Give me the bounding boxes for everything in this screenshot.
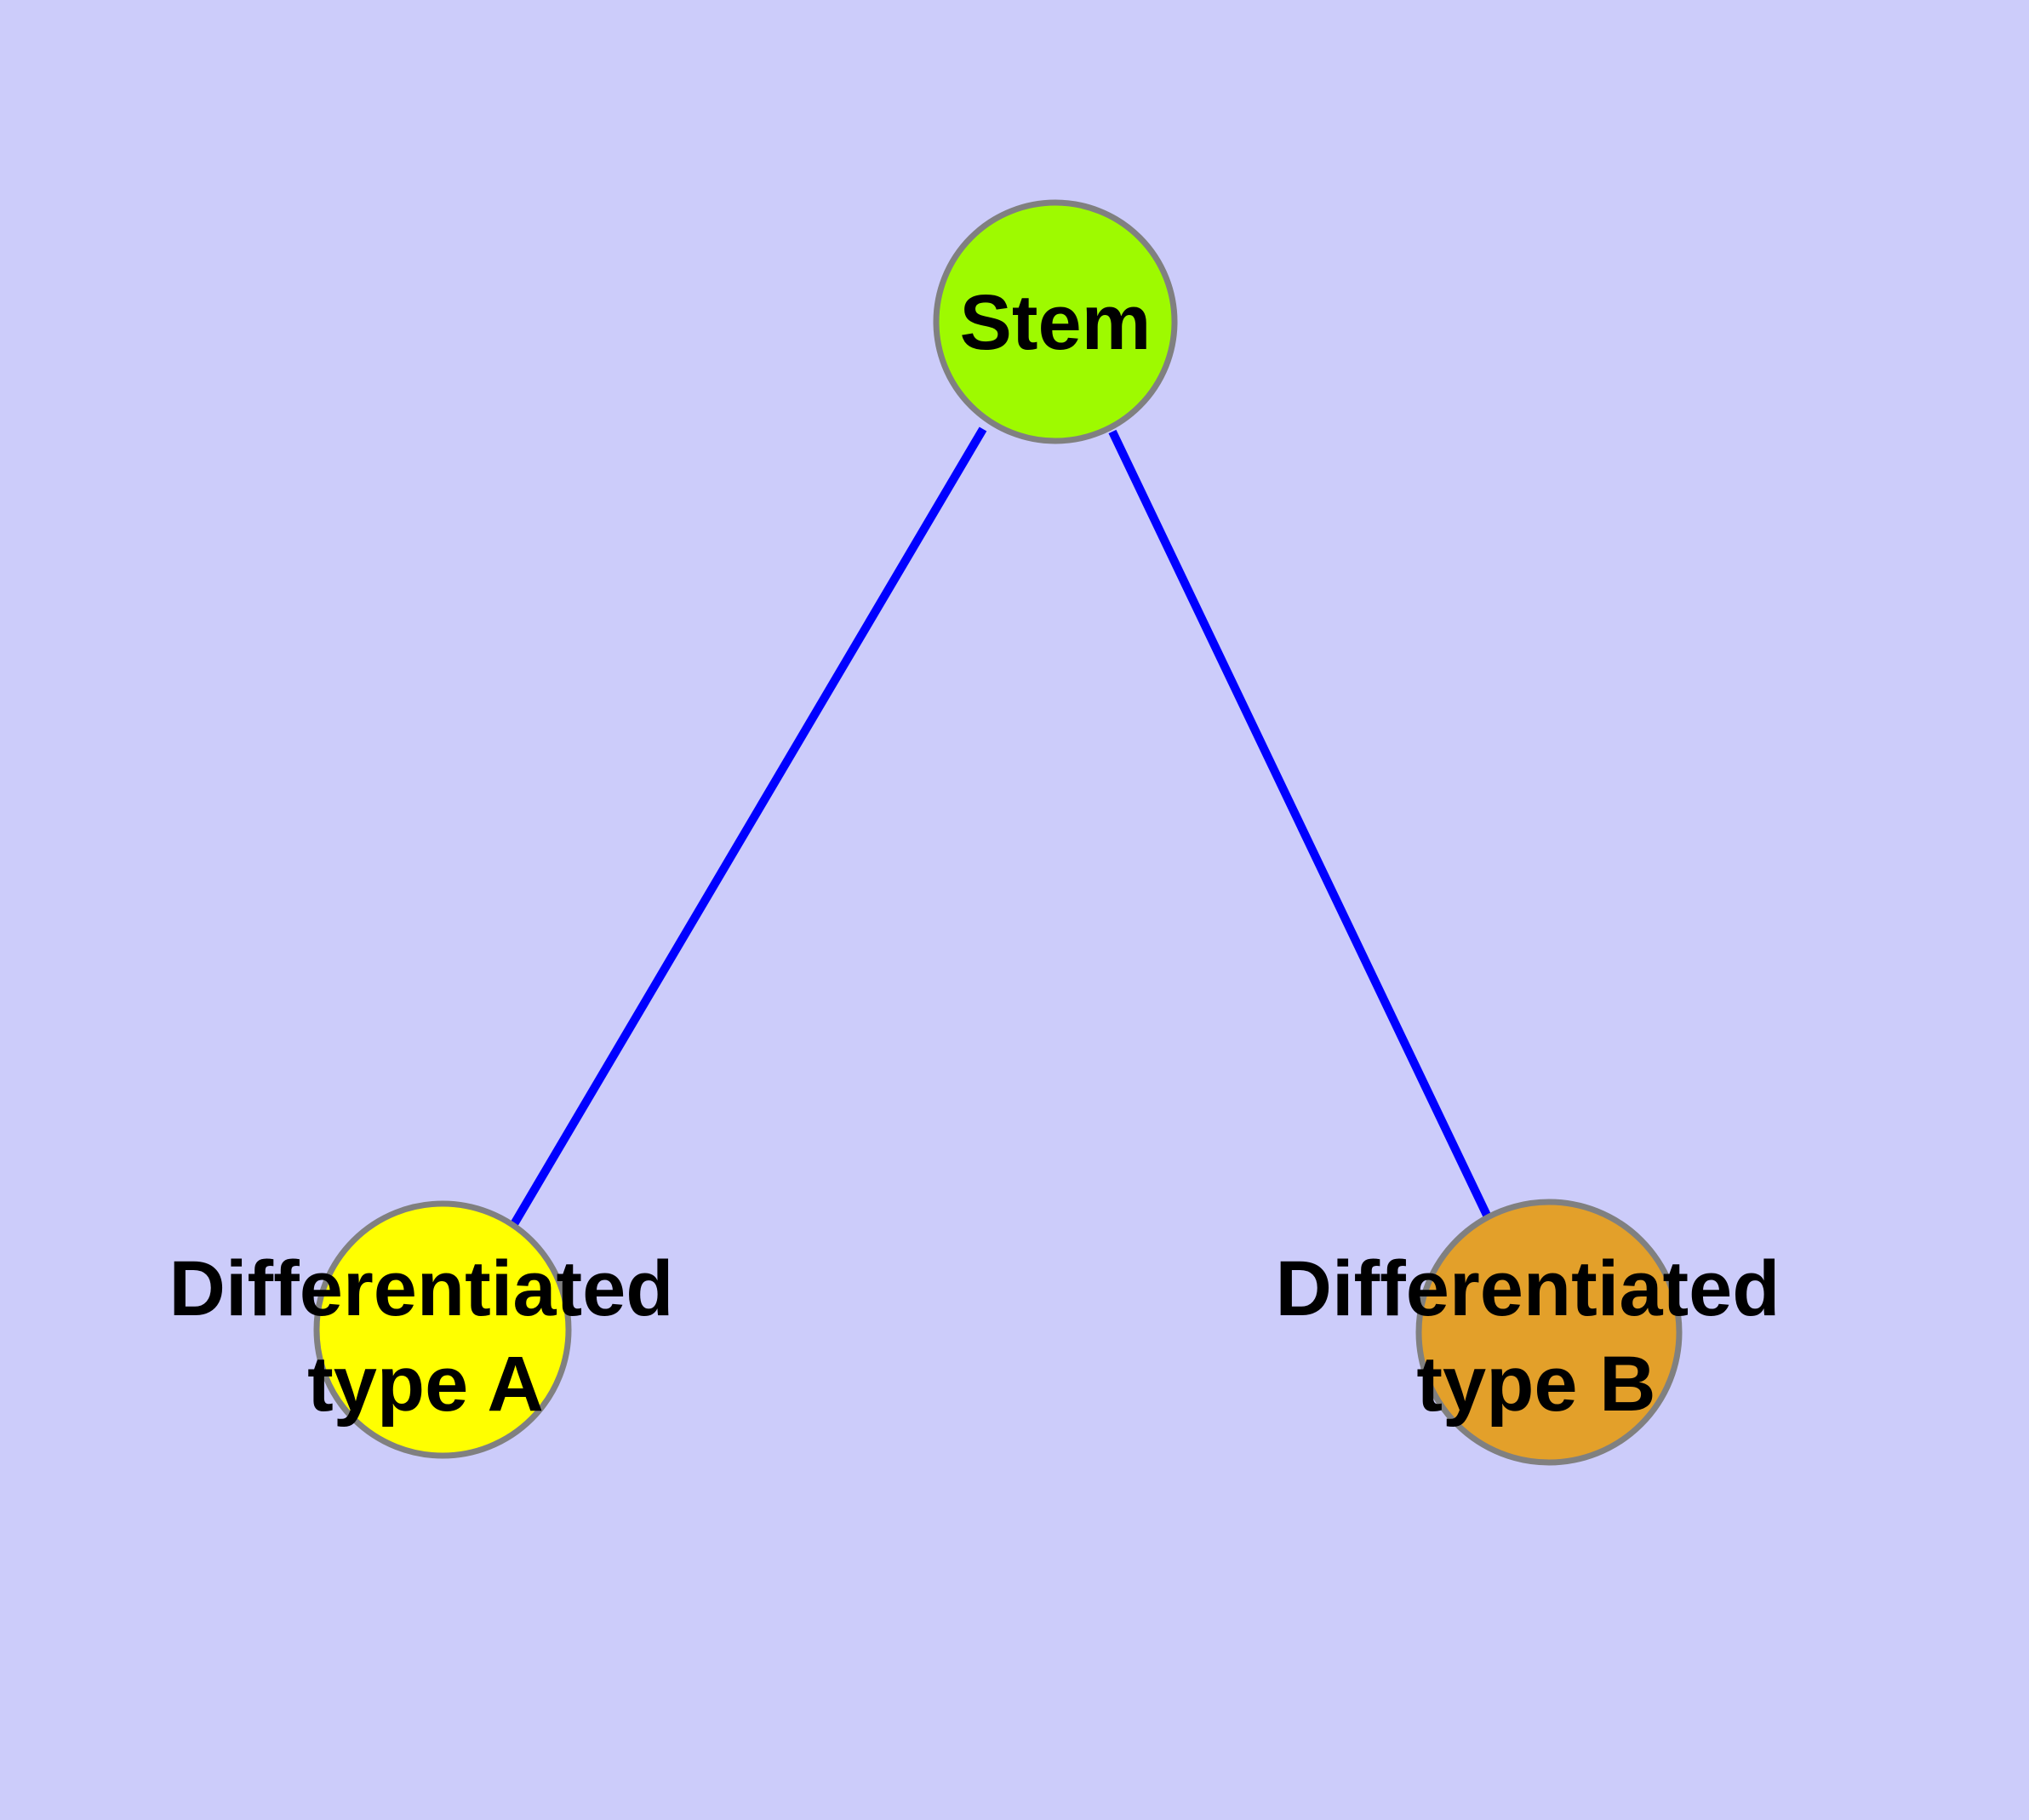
node-stem[interactable]: Stem <box>933 199 1178 444</box>
node-label-differentiated-type-b-line1: Differentiated <box>1276 1245 1780 1332</box>
node-differentiated-type-b[interactable]: Differentiated type B <box>1276 1199 1780 1466</box>
node-circle-stem[interactable] <box>933 199 1178 444</box>
edge-stem-to-differentiated-type-b[interactable] <box>1108 429 1495 1227</box>
nodes-layer: Stem Differentiated type A Differentiate… <box>169 199 1780 1466</box>
node-label-differentiated-type-a-line2: type A <box>307 1341 544 1428</box>
edge-stem-to-differentiated-type-a[interactable] <box>510 426 987 1227</box>
node-label-differentiated-type-b-line2: type B <box>1416 1341 1655 1428</box>
node-differentiated-type-a[interactable]: Differentiated type A <box>169 1200 674 1459</box>
node-circle-differentiated-type-a[interactable] <box>313 1200 572 1459</box>
node-label-differentiated-type-a-line1: Differentiated <box>169 1245 674 1332</box>
edges-layer <box>510 426 1495 1227</box>
node-circle-differentiated-type-b[interactable] <box>1415 1199 1683 1466</box>
node-label-stem: Stem <box>960 279 1152 366</box>
